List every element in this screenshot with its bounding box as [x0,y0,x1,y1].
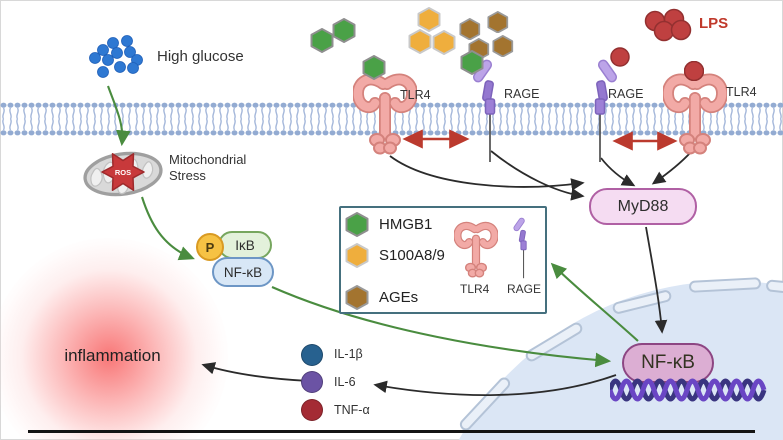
lps-molecules [644,8,692,42]
rage-receptor [594,57,619,163]
arrow-tlr4-right-to-myd88 [651,151,692,185]
tnfa-label: TNF-α [334,403,370,417]
arrow-tlr4-left-to-myd88 [389,155,585,191]
nfkb-cytoplasm-node: NF-κB [212,257,274,287]
high-glucose-label: High glucose [157,48,244,65]
arrow-rage-left-to-myd88 [490,150,585,201]
legend-rage-label: RAGE [507,282,542,296]
arrow-cytokines-to-inflammation [201,362,310,382]
legend-tlr4-icon [454,218,498,280]
dna-helix-icon [610,378,767,402]
ros-label: ROS [115,168,131,177]
arrow-nfkb-to-cytokines [373,374,617,396]
mitochondrial-stress-label: Mitochondrial Stress [169,152,247,183]
arrow-nfkb-to-damps-legend [550,262,639,342]
rage-right-label: RAGE [608,87,644,101]
tlr4-left-label: TLR4 [400,88,431,102]
lps-label: LPS [699,15,729,32]
legend-s100-label: S100A8/9 [379,247,445,264]
tlr4-right-label: TLR4 [726,85,757,99]
tlr4-receptor [353,68,417,158]
hmgb1-ligand-icon [460,50,484,75]
ikb-node: IκB [218,231,272,259]
ages-molecule-icon [487,11,509,33]
hmgb1-molecule-icon [332,18,356,43]
inflammation-label: inflammation [64,346,161,365]
lps-ligand-icon [684,61,704,81]
legend-ages-icon [345,285,369,310]
il6-icon [301,371,323,393]
nfkb-nucleus-node: NF-κB [622,343,714,383]
ros-star-icon: ROS [101,153,145,191]
lps-ligand-icon [610,47,630,67]
rage-left-label: RAGE [504,87,540,101]
s100a89-molecule-icon [432,30,456,55]
ages-molecule-icon [459,18,481,40]
high-glucose-molecules [89,35,143,78]
arrow-mitochondria-to-complex [141,196,195,261]
il1b-icon [301,344,323,366]
hmgb1-ligand-icon [362,55,386,80]
s100a89-molecule-icon [408,29,432,54]
inflammation-glow [0,238,228,440]
arrow-rage-right-to-myd88 [600,157,636,187]
legend-hmgb1-label: HMGB1 [379,216,433,233]
legend-rage-icon [512,216,527,279]
legend-s100-icon [345,243,369,268]
phosphate-icon: P [196,233,224,261]
legend-ages-label: AGEs [379,289,419,306]
arrow-complex-to-nucleus-nfkb [271,286,612,368]
legend-box: HMGB1 S100A8/9 AGEs TLR4 RAGE [339,206,547,314]
figure-bottom-border [28,430,755,433]
legend-tlr4-label: TLR4 [460,282,490,296]
arrow-glucose-to-mitochondria [107,85,131,147]
arrow-myd88-to-nfkb [645,226,668,334]
tnfa-icon [301,399,323,421]
myd88-node: MyD88 [589,188,697,225]
il6-label: IL-6 [334,375,356,389]
il1b-label: IL-1β [334,347,363,361]
legend-hmgb1-icon [345,212,369,237]
tlr4-receptor [663,68,727,158]
